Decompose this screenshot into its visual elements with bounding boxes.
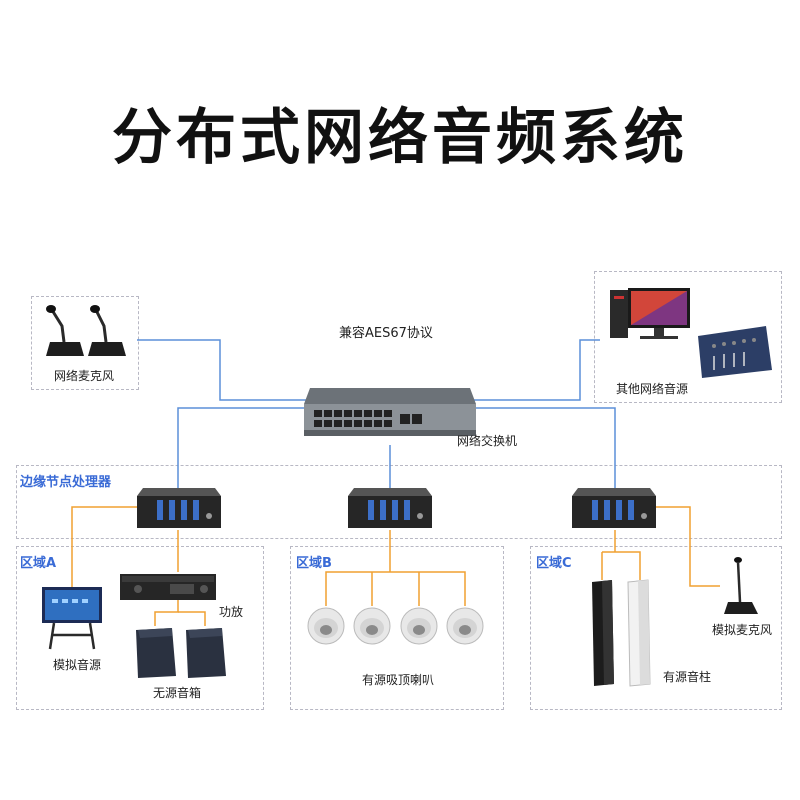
ceiling-speaker-2-icon — [353, 607, 391, 645]
network-microphone-icon — [46, 305, 126, 356]
other-network-sources-icon — [610, 288, 772, 378]
column-speaker-black-icon — [592, 580, 614, 686]
switch-label: 网络交换机 — [457, 434, 518, 448]
analog-mic-label: 模拟麦克风 — [712, 623, 773, 637]
network-mic-box — [31, 296, 139, 390]
amplifier-label: 功放 — [219, 605, 244, 619]
ceiling-speaker-3-icon — [400, 607, 438, 645]
passive-speaker-left-icon — [136, 628, 176, 678]
zone-c-title: 区域C — [536, 556, 572, 571]
zone-a-box — [16, 546, 264, 710]
ceiling-speaker-1-icon — [307, 607, 345, 645]
passive-speaker-right-icon — [186, 628, 226, 678]
analog-microphone-icon — [724, 557, 758, 614]
column-speaker-white-icon — [627, 579, 651, 687]
network-lines — [137, 339, 616, 488]
other-sources-box — [594, 271, 782, 403]
protocol-label: 兼容AES67协议 — [339, 326, 433, 341]
network-mic-label: 网络麦克风 — [54, 369, 115, 383]
analog-lines — [71, 506, 720, 626]
edge-processor-label: 边缘节点处理器 — [20, 475, 112, 490]
passive-speakers-label: 无源音箱 — [153, 686, 202, 700]
page-title: 分布式网络音频系统 — [112, 103, 688, 173]
edge-processor-b-icon — [348, 488, 432, 528]
analog-source-display-icon — [42, 587, 102, 650]
zone-a-title: 区域A — [20, 556, 57, 571]
edge-processor-a-icon — [137, 488, 221, 528]
network-switch-icon — [304, 388, 476, 436]
ceiling-speakers-label: 有源吸顶喇叭 — [362, 673, 435, 687]
analog-source-label: 模拟音源 — [53, 658, 102, 672]
amplifier-icon — [120, 574, 216, 600]
zone-b-title: 区域B — [296, 556, 332, 571]
other-sources-label: 其他网络音源 — [616, 382, 689, 396]
column-speakers-label: 有源音柱 — [663, 670, 712, 684]
zone-b-box — [290, 546, 504, 710]
ceiling-speaker-4-icon — [446, 607, 484, 645]
edge-processor-box — [16, 465, 782, 539]
edge-processor-c-icon — [572, 488, 656, 528]
zone-c-box — [530, 546, 782, 710]
